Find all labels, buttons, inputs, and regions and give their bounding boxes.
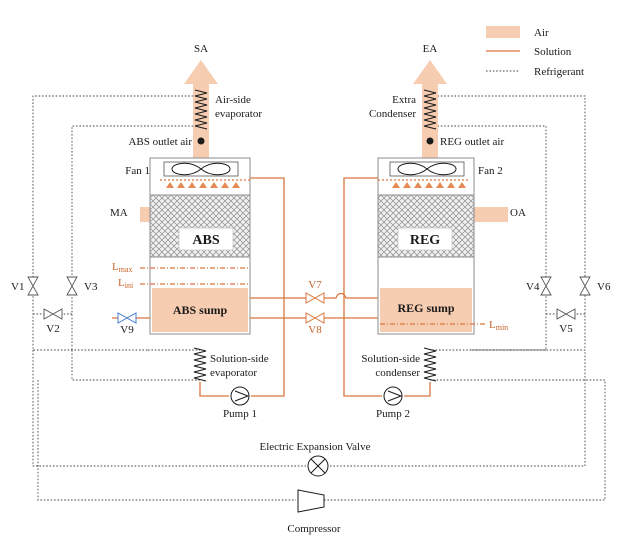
v2-valve-icon <box>43 308 63 320</box>
abs-outlet-air-label: ABS outlet air <box>128 136 192 148</box>
solution-side-evaporator-coil-icon <box>193 347 207 382</box>
v6-label: V6 <box>597 281 611 293</box>
extra-condenser-coil-icon <box>423 89 437 130</box>
lini-label: Lini <box>118 277 134 290</box>
ma-label: MA <box>110 207 128 219</box>
reg-label: REG <box>410 233 440 248</box>
abs-outlet-sensor-icon <box>197 137 205 145</box>
abs-label: ABS <box>192 233 219 248</box>
lmax-label: Lmax <box>112 261 133 274</box>
reg-outlet-air-label: REG outlet air <box>440 136 504 148</box>
v2-label: V2 <box>46 323 59 335</box>
fan1-label: Fan 1 <box>125 165 150 177</box>
legend-air-label: Air <box>534 27 549 39</box>
reg-sump-label: REG sump <box>397 301 454 315</box>
legend-solution-label: Solution <box>534 46 572 58</box>
v6-valve-icon <box>579 276 591 296</box>
fan1-icon <box>163 161 239 177</box>
pump1-label: Pump 1 <box>223 408 257 420</box>
solution-side-condenser-label-1: Solution-side <box>361 353 420 365</box>
compressor-label: Compressor <box>287 523 341 535</box>
v8-valve-icon <box>305 312 325 324</box>
pump1-icon <box>230 386 250 406</box>
abs-sump-fill <box>152 288 248 332</box>
legend-air-swatch <box>486 26 520 38</box>
pump2-icon <box>383 386 403 406</box>
electric-expansion-valve-icon <box>307 455 329 477</box>
solution-side-condenser-label-2: condenser <box>375 367 420 379</box>
abs-spray-nozzles <box>160 179 250 188</box>
reg-label-box <box>397 227 453 251</box>
oa-label: OA <box>510 207 526 219</box>
v7-label: V7 <box>308 279 322 291</box>
air-side-evaporator-coil-icon <box>194 89 208 130</box>
v3-valve-icon <box>66 276 78 296</box>
v1-valve-icon <box>27 276 39 296</box>
reg-sump-fill <box>380 288 472 332</box>
extra-condenser-label-1: Extra <box>392 94 416 106</box>
legend-refrigerant-label: Refrigerant <box>534 66 584 78</box>
reg-tower: REG REG sump <box>377 157 486 335</box>
sa-label: SA <box>194 43 208 55</box>
solution-side-evaporator-label-2: evaporator <box>210 367 257 379</box>
legend: Air Solution Refrigerant <box>486 26 584 78</box>
fan2-label: Fan 2 <box>478 165 503 177</box>
abs-tower: ABS ABS sump <box>140 157 251 335</box>
extra-condenser-label-2: Condenser <box>369 108 416 120</box>
lmin-label: Lmin <box>489 319 508 332</box>
v1-label: V1 <box>11 281 24 293</box>
abs-sump-label: ABS sump <box>173 303 228 317</box>
ea-label: EA <box>423 43 438 55</box>
solution-side-evaporator-label-1: Solution-side <box>210 353 269 365</box>
v3-label: V3 <box>84 281 98 293</box>
v7-valve-icon <box>305 292 325 304</box>
solution-side-condenser-coil-icon <box>423 347 437 382</box>
v5-label: V5 <box>559 323 573 335</box>
abs-label-box <box>178 227 234 251</box>
pump2-label: Pump 2 <box>376 408 410 420</box>
air-side-evaporator-label-2: evaporator <box>215 108 262 120</box>
reg-outlet-sensor-icon <box>426 137 434 145</box>
v4-valve-icon <box>540 276 552 296</box>
v9-valve-icon <box>117 312 137 324</box>
compressor-icon <box>297 489 325 513</box>
v8-label: V8 <box>308 324 322 336</box>
v5-valve-icon <box>556 308 576 320</box>
v4-label: V4 <box>526 281 540 293</box>
reg-spray-nozzles <box>378 179 470 188</box>
eev-label: Electric Expansion Valve <box>260 441 371 453</box>
v9-label: V9 <box>120 324 134 336</box>
air-side-evaporator-label-1: Air-side <box>215 94 251 106</box>
fan2-icon <box>389 161 465 177</box>
labels: SA EA Air-side evaporator Extra Condense… <box>11 43 611 535</box>
refrigerant-circuit <box>32 95 606 501</box>
